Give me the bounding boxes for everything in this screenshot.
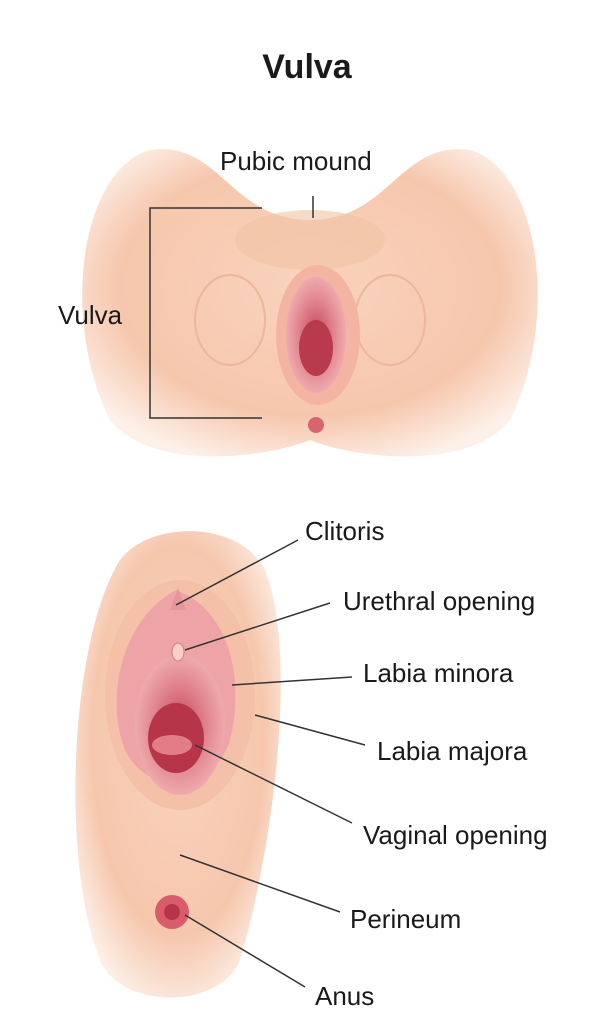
- label-labia-minora: Labia minora: [363, 658, 514, 688]
- top-view-illustration: [82, 149, 538, 457]
- diagram-title: Vulva: [262, 48, 352, 86]
- leader-lines: [175, 539, 366, 988]
- label-pubic-mound: Pubic mound: [220, 146, 372, 176]
- detail-view-illustration: [75, 531, 281, 998]
- label-labia-majora: Labia majora: [377, 736, 528, 766]
- label-vaginal-opening: Vaginal opening: [363, 820, 548, 850]
- label-clitoris: Clitoris: [305, 516, 385, 546]
- label-vulva: Vulva: [58, 300, 123, 330]
- label-urethral-opening: Urethral opening: [343, 586, 536, 616]
- label-anus: Anus: [315, 981, 375, 1011]
- label-perineum: Perineum: [350, 904, 462, 934]
